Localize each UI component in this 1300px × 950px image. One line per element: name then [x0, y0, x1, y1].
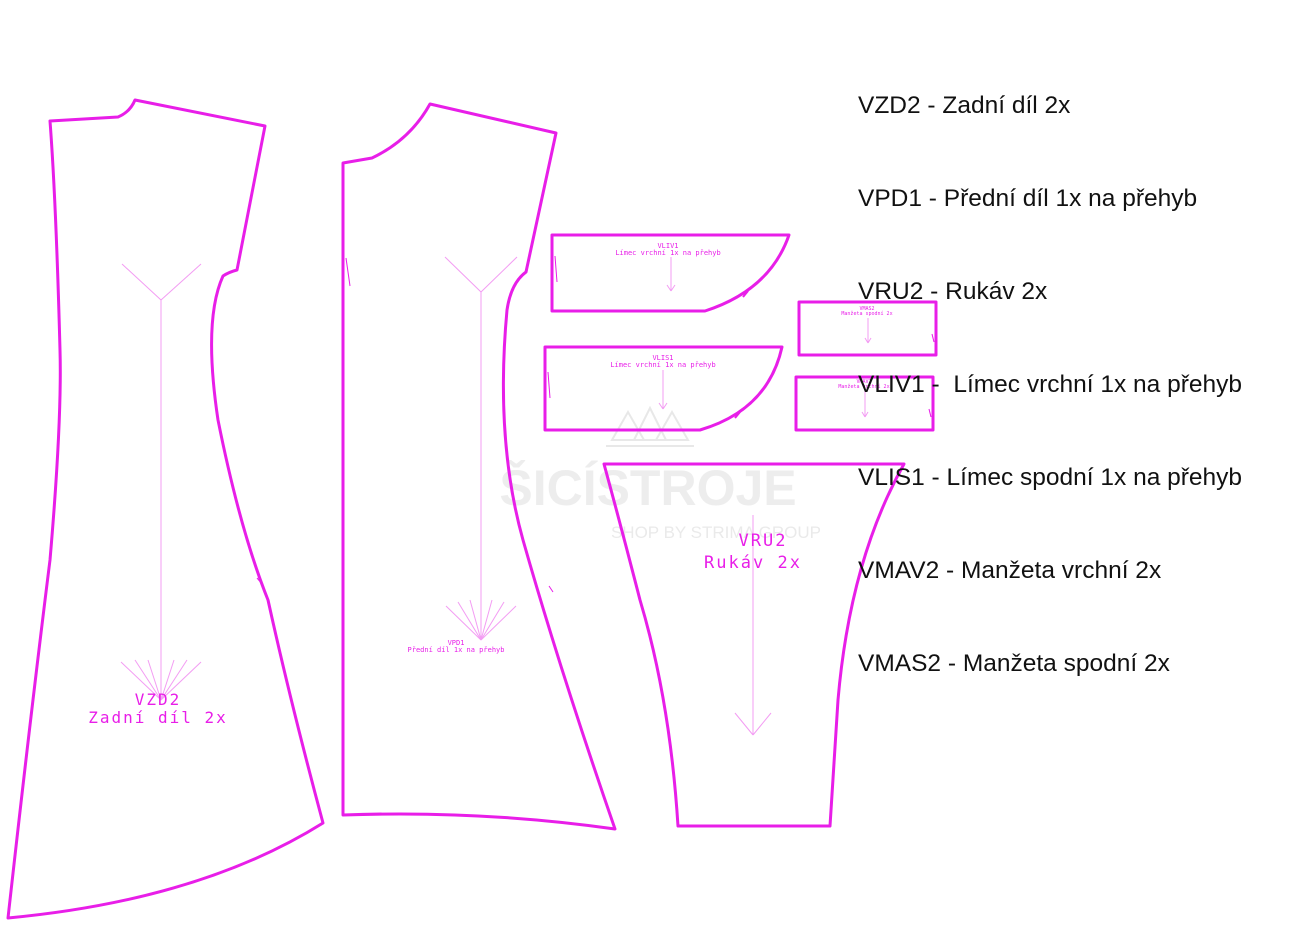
piece-name-front: Přední díl 1x na přehyb [408, 646, 505, 654]
piece-outline-under-collar [543, 345, 784, 432]
legend-item-front: VPD1 - Přední díl 1x na přehyb [858, 185, 1198, 212]
edge-mark-upper-cuff [928, 408, 932, 418]
legend-item-upper-cuff: VMAV2 - Manžeta vrchní 2x [858, 557, 1162, 584]
piece-code-upper-collar: VLIV1 [657, 242, 678, 250]
edge-mark-front-fold [345, 257, 351, 287]
legend-item-under-collar: VLIS1 - Límec spodní 1x na přehyb [858, 464, 1243, 491]
edge-mark-upper-collar-fold [554, 255, 558, 283]
piece-outline-lower-cuff [797, 300, 938, 357]
piece-code-sleeve: VRU2 [739, 531, 788, 551]
piece-outline-upper-collar [550, 233, 791, 313]
grainline-back [120, 263, 202, 701]
piece-code-lower-cuff: VMAS2 [859, 306, 874, 312]
piece-name-back: Zadní díl 2x [88, 708, 228, 727]
piece-name-upper-collar: Límec vrchní 1x na přehyb [615, 249, 720, 257]
piece-outline-back [6, 98, 325, 920]
piece-outline-front [341, 102, 617, 831]
grainline-upper-cuff [861, 391, 869, 418]
grainline-under-collar [658, 370, 668, 410]
grainline-upper-collar [666, 257, 676, 292]
grainline-front [444, 256, 518, 641]
piece-code-under-collar: VLIS1 [652, 354, 673, 362]
piece-name-lower-cuff: Manžeta spodní 2x [841, 310, 892, 317]
edge-mark-front [548, 585, 554, 593]
notch-upper-collar [742, 290, 749, 298]
piece-code-upper-cuff: VMAV2 [856, 379, 871, 385]
piece-outline-sleeve [602, 462, 906, 828]
piece-code-front: VPD1 [448, 639, 465, 647]
grainline-sleeve [734, 515, 772, 736]
piece-name-upper-cuff: Manžeta vrchní 2x [838, 383, 889, 390]
watermark-brand: ŠICÍSTROJE [499, 459, 796, 516]
watermark-tagline: SHOP BY STRIMA GROUP [611, 523, 821, 542]
piece-outline-upper-cuff [794, 375, 935, 432]
piece-name-under-collar: Límec vrchní 1x na přehyb [610, 361, 715, 369]
legend-item-back: VZD2 - Zadní díl 2x [858, 92, 1071, 119]
pattern-legend: VZD2 - Zadní díl 2x VPD1 - Přední díl 1x… [858, 28, 1242, 710]
piece-name-sleeve: Rukáv 2x [704, 553, 802, 573]
legend-item-sleeve: VRU2 - Rukáv 2x [858, 278, 1048, 305]
edge-mark-back [256, 577, 263, 585]
watermark: ŠICÍSTROJE SHOP BY STRIMA GROUP [499, 405, 821, 542]
piece-code-back: VZD2 [135, 690, 182, 709]
legend-item-lower-cuff: VMAS2 - Manžeta spodní 2x [858, 650, 1170, 677]
grainline-lower-cuff [864, 318, 872, 344]
legend-item-upper-collar: VLIV1 - Límec vrchní 1x na přehyb [858, 371, 1243, 398]
edge-mark-lower-cuff [931, 333, 935, 343]
watermark-logo-icon [606, 405, 694, 447]
edge-mark-under-collar-fold [547, 371, 551, 399]
notch-under-collar [734, 411, 741, 419]
